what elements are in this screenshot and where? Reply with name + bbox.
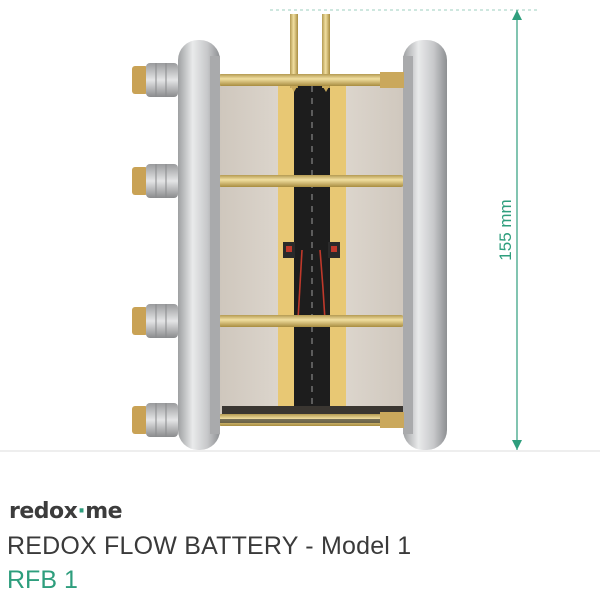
left-end-plate [178,40,220,450]
dimension-indicator: 155 mm [270,9,540,450]
sensor-connector [283,242,340,321]
fittings-left [132,63,178,437]
dimension-label: 155 mm [496,199,515,260]
product-title: REDOX FLOW BATTERY - Model 1 [7,532,412,560]
brand-logo: redox·me [9,499,123,524]
cell-stack [220,82,406,418]
product-model: RFB 1 [7,566,78,594]
brand-suffix: me [85,499,123,524]
rod-ends-right [380,72,404,428]
brand-accent: · [77,499,86,524]
tie-rods [218,74,404,426]
product-figure: 155 mm [0,9,600,452]
brand-prefix: redox [9,499,78,524]
right-end-plate [403,40,447,450]
